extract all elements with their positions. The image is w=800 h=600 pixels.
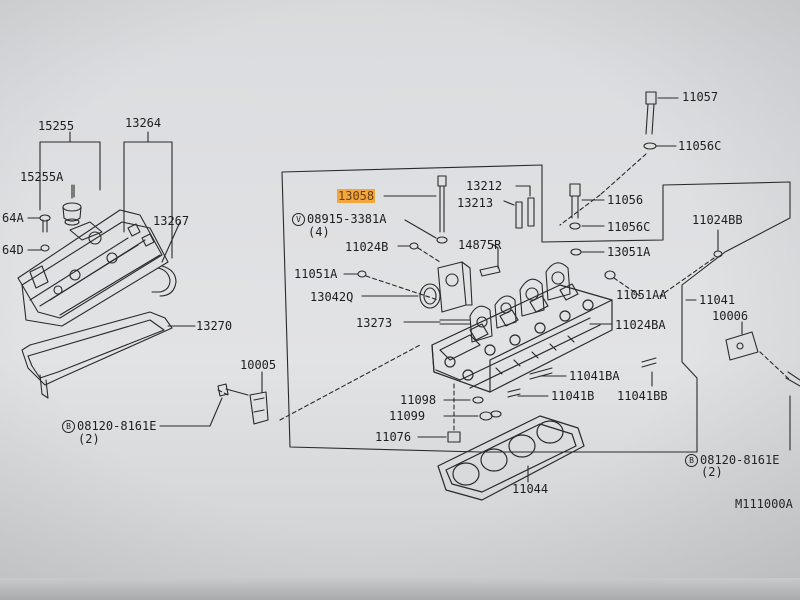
bolt-08120-right (785, 371, 800, 387)
part-label-11024BA: 11024BA (615, 318, 666, 332)
part-label-13051A: 13051A (607, 245, 651, 259)
oil-pipe-11057 (643, 91, 657, 150)
part-label-11041BB: 11041BB (617, 389, 668, 403)
stud-11041B (507, 388, 521, 398)
part-label-11076: 11076 (375, 430, 412, 444)
part-label-11041: 11041 (699, 293, 736, 307)
part-label-11041B: 11041B (551, 389, 595, 403)
part-label-64A: 64A (2, 211, 24, 225)
oil-pipe-11056 (569, 183, 581, 230)
assembly-frame (281, 164, 791, 453)
bolt-partno-right: 08120-8161E (700, 453, 780, 467)
part-label-11098: 11098 (400, 393, 437, 407)
bolt-qty-right: (2) (701, 465, 723, 479)
part-label-15255A: 15255A (20, 170, 64, 184)
leader-13213 (503, 200, 515, 206)
left-bolt (39, 214, 51, 252)
part-label-13213: 13213 (457, 196, 494, 210)
part-label-15255: 15255 (38, 119, 75, 133)
part-label-13264: 13264 (125, 116, 162, 130)
part-label-10006: 10006 (712, 309, 749, 323)
stud-11041BB (641, 357, 657, 368)
stud-13212-13213 (515, 197, 535, 229)
washer-qty: (4) (308, 225, 330, 239)
plug-11051AA (604, 270, 616, 280)
plug-11076 (447, 431, 461, 443)
plug-11099 (479, 410, 502, 421)
part-label-11057: 11057 (682, 90, 719, 104)
leader-08120-left (159, 397, 223, 427)
part-label-11099: 11099 (389, 409, 426, 423)
part-label-11051A: 11051A (294, 267, 338, 281)
oil-cap (62, 184, 82, 226)
circle-b-icon: B (685, 454, 698, 467)
part-label-13042Q: 13042Q (310, 290, 354, 304)
part-label-13058-highlighted: 13058 (337, 189, 376, 203)
leader-08915 (404, 219, 437, 239)
cam-tower-4 (494, 295, 517, 329)
part-label-13212: 13212 (466, 179, 503, 193)
cam-tower-left (437, 261, 473, 313)
head-bolt-13058 (436, 175, 448, 244)
cylinder-head (431, 283, 613, 393)
part-label-11024B: 11024B (345, 240, 389, 254)
cam-tower-2 (519, 278, 545, 317)
valve-cover-gasket (21, 311, 173, 399)
part-label-11056: 11056 (607, 193, 644, 207)
cam-tower-3 (545, 262, 571, 301)
seal-13042Q (419, 283, 441, 309)
part-label-13270: 13270 (196, 319, 233, 333)
bolt-13273 (439, 319, 471, 325)
bolt-partno-left: 08120-8161E (77, 419, 157, 433)
part-label-10005: 10005 (240, 358, 277, 372)
part-label-11056C-mid: 11056C (607, 220, 651, 234)
dashed-10006 (759, 351, 791, 381)
valve-cover (17, 209, 169, 327)
part-label-11056C-top: 11056C (678, 139, 722, 153)
plug-13051A (570, 248, 582, 256)
part-label-11044: 11044 (512, 482, 549, 496)
plug-11098 (472, 396, 484, 404)
leader-13267 (161, 221, 181, 263)
leader-14875R (491, 243, 499, 249)
circle-b-icon: B (62, 420, 75, 433)
dashed-11057 (559, 153, 647, 226)
plug-11051A (357, 270, 367, 278)
part-label-13273: 13273 (356, 316, 393, 330)
dashed-11024B (417, 247, 441, 263)
dashed-11024BB (659, 257, 715, 297)
part-label-64D: 64D (2, 243, 24, 257)
monitor-bezel (0, 578, 800, 600)
bolt-qty-left: (2) (78, 432, 100, 446)
breather-hose (151, 265, 177, 297)
cam-tower-1 (469, 305, 493, 343)
stud-11041BA (529, 367, 553, 380)
dashed-11051A (365, 275, 439, 301)
part-label-13267: 13267 (153, 214, 190, 228)
part-label-11024BB: 11024BB (692, 213, 743, 227)
bolt-11024B (409, 242, 419, 250)
part-label-11051AA: 11051AA (616, 288, 667, 302)
stud-14875R (479, 247, 501, 277)
bolt-08120-left (217, 383, 249, 397)
part-label-14875R: 14875R (458, 238, 502, 252)
diagram-code: M111000A (735, 497, 793, 511)
circle-v-icon: V (292, 213, 305, 226)
washer-partno: 08915-3381A (307, 212, 387, 226)
bolt-11024BB (713, 229, 723, 258)
bracket-10005 (249, 371, 269, 425)
bracket-10006 (725, 331, 759, 361)
dashed-11051AA (613, 277, 641, 297)
leader-13212 (515, 185, 531, 197)
head-gasket (437, 415, 585, 501)
leader-13264 (123, 131, 173, 259)
leader-15255 (39, 131, 101, 211)
part-label-11041BA: 11041BA (569, 369, 620, 383)
dashed-link-left (279, 344, 421, 421)
